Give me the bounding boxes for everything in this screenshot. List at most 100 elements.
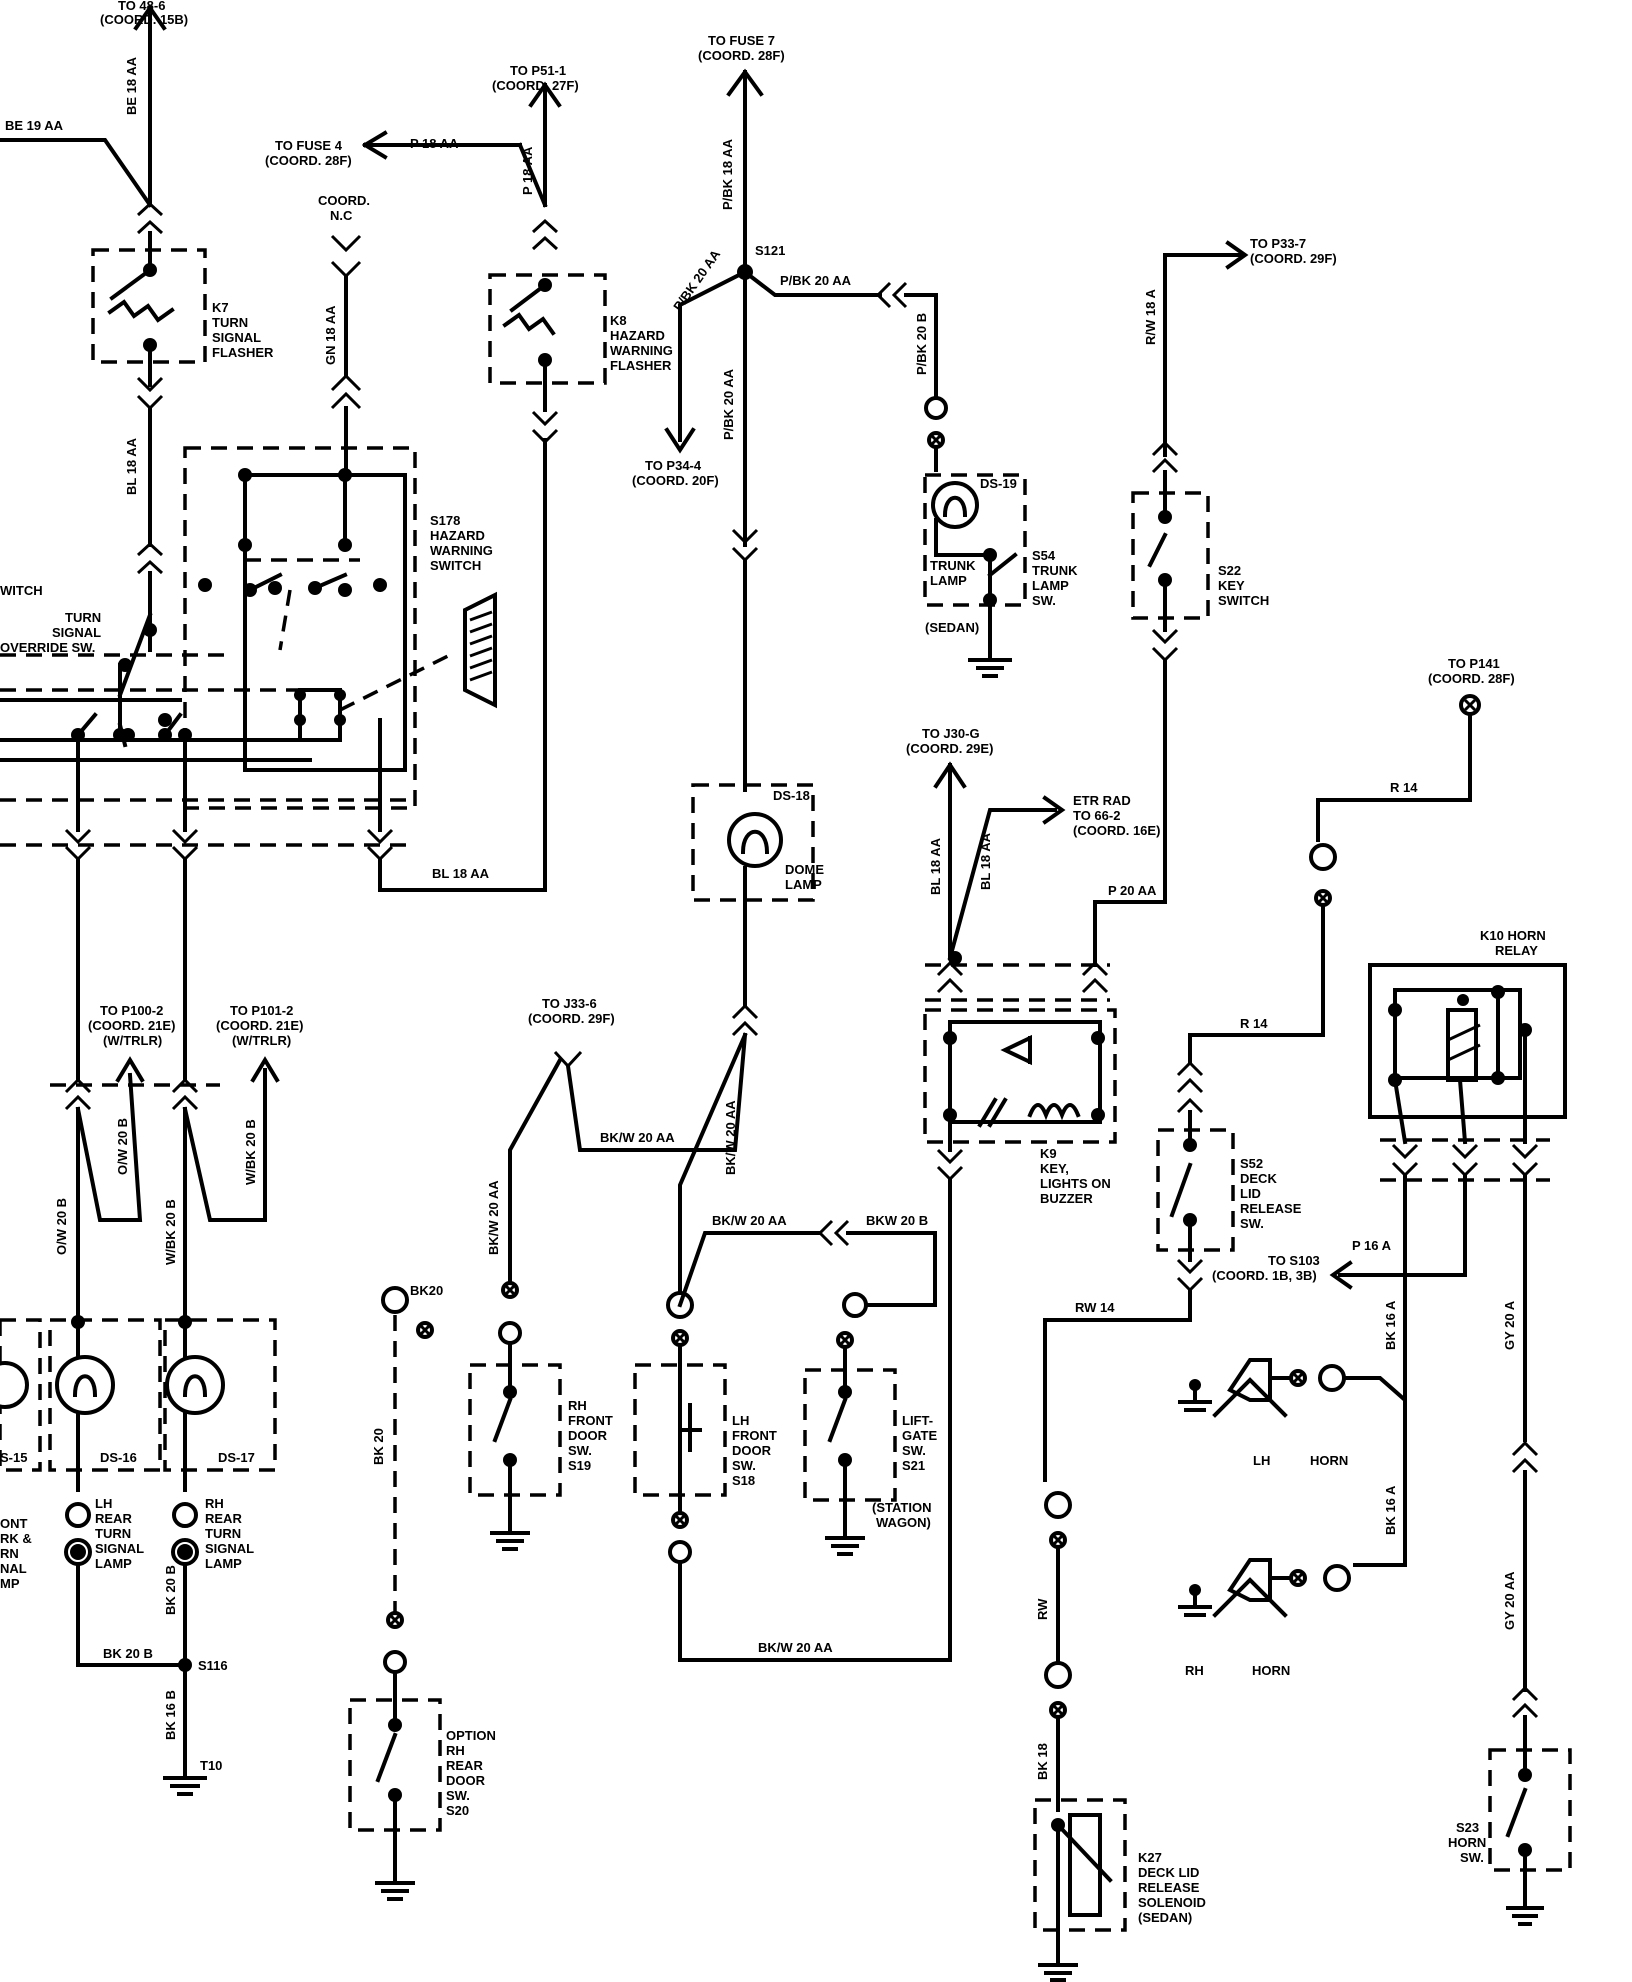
- lbl-bkw20b: BKW 20 B: [866, 1213, 928, 1228]
- lbl-s54: S54: [1032, 548, 1056, 563]
- s19-rh-front-door-switch: [468, 1032, 748, 1551]
- lbl-lhrear-a: LH: [95, 1496, 112, 1511]
- lbl-s178-d: SWITCH: [430, 558, 481, 573]
- lbl-bk20b-b: BK 20 B: [163, 1565, 178, 1615]
- lbl-k8: K8: [610, 313, 627, 328]
- lbl-coord-29e: (COORD. 29E): [906, 741, 993, 756]
- lbl-bkw20aa-c: BK/W 20 AA: [723, 1100, 738, 1175]
- lbl-coord-29f-b: (COORD. 29F): [528, 1011, 615, 1026]
- lbl-s22-c: SWITCH: [1218, 593, 1269, 608]
- lbl-k8-c: WARNING: [610, 343, 673, 358]
- lbl-opt-b: RH: [446, 1743, 465, 1758]
- lbl-wtrlr-a: (W/TRLR): [103, 1033, 162, 1048]
- lbl-lhrear-d: SIGNAL: [95, 1541, 144, 1556]
- lbl-s54-c: LAMP: [1032, 578, 1069, 593]
- lbl-etr-a: ETR RAD: [1073, 793, 1131, 808]
- lbl-p20aa: P 20 AA: [1108, 883, 1157, 898]
- s18-lh-front-door-switch: [633, 1032, 937, 1564]
- lbl-bl18aa-b: BL 18 AA: [978, 832, 993, 890]
- fuse7-feed: [664, 68, 948, 1037]
- lbl-k27-b: DECK LID: [1138, 1865, 1199, 1880]
- lbl-lift-a: LIFT-: [902, 1413, 933, 1428]
- lbl-opt-c: REAR: [446, 1758, 483, 1773]
- k10-horn-relay: [1176, 694, 1567, 1567]
- lbl-to-48-6: TO 48-6: [118, 0, 165, 13]
- lbl-ow20b-a: O/W 20 B: [54, 1198, 69, 1255]
- s22-key-switch: [1093, 240, 1249, 967]
- lbl-s23-c: SW.: [1460, 1850, 1484, 1865]
- lbl-s52-b: DECK: [1240, 1171, 1277, 1186]
- lbl-bk20-b: BK 20: [371, 1428, 386, 1465]
- lbl-bkw20aa-d: BK/W 20 AA: [712, 1213, 787, 1228]
- lbl-rhrear-a: RH: [205, 1496, 224, 1511]
- lbl-wbk20b-a: W/BK 20 B: [163, 1199, 178, 1265]
- lbl-s178: S178: [430, 513, 460, 528]
- lbl-s22-b: KEY: [1218, 578, 1245, 593]
- lbl-rhfront-b: FRONT: [568, 1413, 613, 1428]
- lbl-front-d: NAL: [0, 1561, 27, 1576]
- lbl-override: OVERRIDE SW.: [0, 640, 95, 655]
- lbl-rw14: RW 14: [1075, 1300, 1115, 1315]
- lbl-s52-c: LID: [1240, 1186, 1261, 1201]
- lbl-coord-21e-a: (COORD. 21E): [88, 1018, 175, 1033]
- lbl-lift-e: (STATION: [872, 1500, 931, 1515]
- lbl-rhfront-c: DOOR: [568, 1428, 608, 1443]
- lbl-rh-horn: RH: [1185, 1663, 1204, 1678]
- lbl-bl18aa-a: BL 18 AA: [928, 837, 943, 895]
- k7-turn-signal-flasher: [0, 4, 207, 652]
- lbl-trunk-b: LAMP: [930, 573, 967, 588]
- lbl-p16a: P 16 A: [1352, 1238, 1392, 1253]
- lbl-coord-21e-b: (COORD. 21E): [216, 1018, 303, 1033]
- lbl-coord-28f-c: (COORD. 28F): [1428, 671, 1515, 686]
- lbl-lift-d: S21: [902, 1458, 925, 1473]
- lbl-witch: WITCH: [0, 583, 43, 598]
- lbl-k7-c: SIGNAL: [212, 330, 261, 345]
- lbl-nc: N.C: [330, 208, 353, 223]
- s21-liftgate-switch: [803, 1292, 897, 1556]
- lbl-s23: S23: [1456, 1820, 1479, 1835]
- lbl-lift-b: GATE: [902, 1428, 937, 1443]
- lbl-k8-b: HAZARD: [610, 328, 665, 343]
- lbl-lhfront-d: SW.: [732, 1458, 756, 1473]
- rear-turn-signal-lamps: [0, 857, 280, 1796]
- lbl-coord-1b: (COORD. 1B, 3B): [1212, 1268, 1317, 1283]
- lbl-s52: S52: [1240, 1156, 1263, 1171]
- lbl-r14-b: R 14: [1240, 1016, 1268, 1031]
- lbl-lhfront-a: LH: [732, 1413, 749, 1428]
- lbl-lift-c: SW.: [902, 1443, 926, 1458]
- lbl-s116: S116: [198, 1658, 228, 1673]
- lbl-to-j30: TO J30-G: [922, 726, 980, 741]
- lbl-to-p101: TO P101-2: [230, 1003, 293, 1018]
- lbl-pbk20b: P/BK 20 B: [914, 313, 929, 375]
- lbl-ds18: DS-18: [773, 788, 810, 803]
- lbl-to-fuse7: TO FUSE 7: [708, 33, 775, 48]
- lbl-t10: T10: [200, 1758, 222, 1773]
- coord-nc-connector: [330, 234, 362, 477]
- lbl-turn: TURN: [65, 610, 101, 625]
- lbl-lhfront-c: DOOR: [732, 1443, 772, 1458]
- lbl-lhrear-e: LAMP: [95, 1556, 132, 1571]
- lbl-ds15: S-15: [0, 1450, 27, 1465]
- lbl-sedan: (SEDAN): [925, 620, 979, 635]
- lbl-wbk20b-b: W/BK 20 B: [243, 1119, 258, 1185]
- lbl-signal: SIGNAL: [52, 625, 101, 640]
- lbl-rhfront-d: SW.: [568, 1443, 592, 1458]
- lbl-k7: K7: [212, 300, 229, 315]
- lbl-front-e: MP: [0, 1576, 20, 1591]
- lbl-coord-29f-a: (COORD. 29F): [1250, 251, 1337, 266]
- lbl-s23-b: HORN: [1448, 1835, 1486, 1850]
- ds19-trunk-lamp: [923, 448, 1027, 678]
- lbl-s178-c: WARNING: [430, 543, 493, 558]
- lbl-bk18: BK 18: [1035, 1743, 1050, 1780]
- lbl-s121: S121: [755, 243, 785, 258]
- lbl-r14-a: R 14: [1390, 780, 1418, 795]
- lbl-opt-d: DOOR: [446, 1773, 486, 1788]
- lbl-pbk18aa: P/BK 18 AA: [720, 138, 735, 210]
- lbl-to-p100: TO P100-2: [100, 1003, 163, 1018]
- lbl-bkw20aa-e: BK/W 20 AA: [758, 1640, 833, 1655]
- lbl-to-j33: TO J33-6: [542, 996, 597, 1011]
- lbl-trunk-a: TRUNK: [930, 558, 976, 573]
- lbl-coord-28f-a: (COORD. 28F): [265, 153, 352, 168]
- lbl-coord-27f: (COORD. 27F): [492, 78, 579, 93]
- rh-horn: [1178, 1558, 1351, 1618]
